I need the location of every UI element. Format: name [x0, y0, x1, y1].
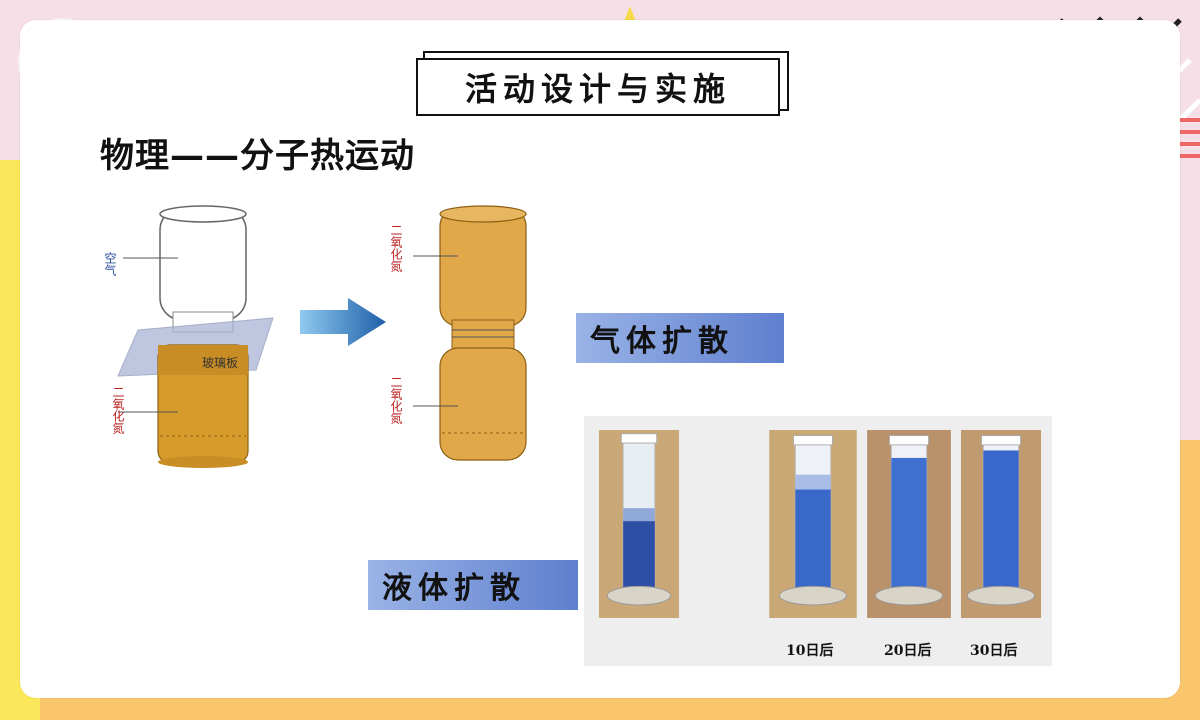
title-frame: 活动设计与实施 — [416, 58, 780, 116]
liquid-diffusion-photos: 10日后 20日后 30日后 — [584, 416, 1052, 666]
cylinder-photo-30-days — [960, 430, 1042, 618]
gas-diffusion-diagram: 空气 玻璃板 二氧化氮 二氧化氮 二氧化氮 — [78, 200, 548, 472]
left-jar — [117, 205, 274, 468]
label-no2-right-bottom: 二氧化氮 — [389, 376, 403, 425]
label-no2-left: 二氧化氮 — [111, 386, 125, 435]
cylinder-photo-initial — [598, 430, 680, 618]
label-glass-plate: 玻璃板 — [202, 356, 238, 370]
caption-30-days: 30日后 — [970, 643, 1018, 659]
label-no2-right-top: 二氧化氮 — [389, 224, 403, 273]
caption-20-days: 20日后 — [884, 643, 932, 659]
gas-diffusion-label: 气体扩散 — [576, 313, 784, 363]
liquid-diffusion-label: 液体扩散 — [368, 560, 578, 610]
right-jar — [413, 205, 527, 461]
gas-diffusion-illustration: 空气 玻璃板 二氧化氮 二氧化氮 二氧化氮 — [103, 205, 527, 468]
label-air: 空气 — [103, 252, 117, 276]
caption-10-days: 10日后 — [786, 643, 834, 659]
subtitle: 物理——分子热运动 — [100, 136, 415, 176]
page-title: 活动设计与实施 — [464, 70, 731, 108]
cylinder-photo-10-days — [769, 430, 857, 618]
cylinder-photo-20-days — [867, 430, 951, 618]
arrow-icon — [300, 298, 386, 346]
